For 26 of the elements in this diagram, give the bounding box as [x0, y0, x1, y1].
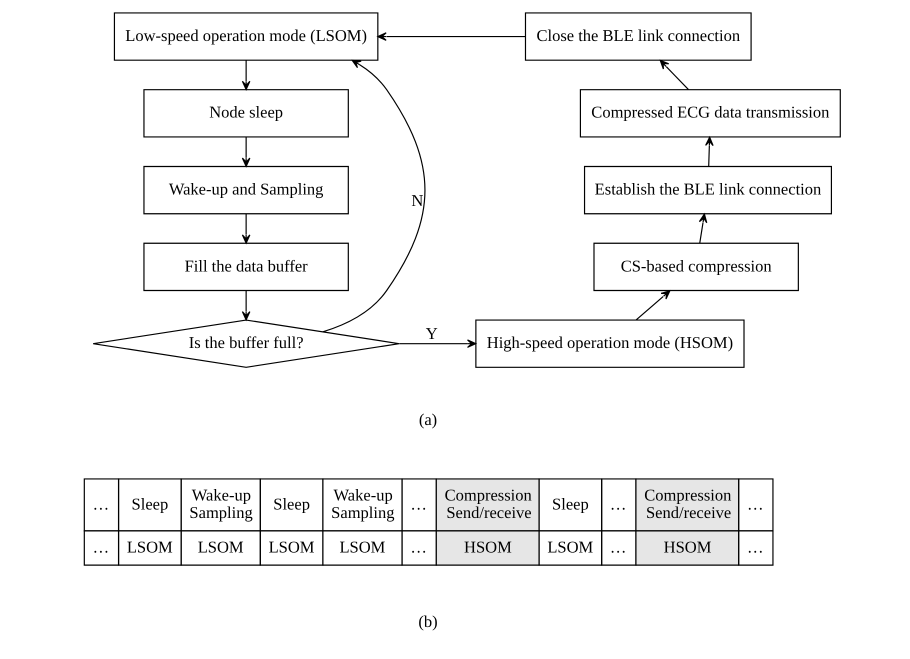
- label: …: [410, 537, 426, 556]
- label: Wake-up Sampling: [330, 485, 394, 522]
- label: HSOM: [464, 537, 512, 556]
- label: Compression Send/receive: [644, 485, 731, 522]
- edge-label: Y: [425, 324, 438, 344]
- label: Sleep: [552, 494, 588, 514]
- label: Sleep: [272, 494, 310, 514]
- label: (b): [418, 612, 438, 631]
- label: HSOM: [663, 537, 711, 556]
- label: …: [609, 537, 626, 556]
- edge-label: N: [410, 190, 423, 210]
- label: …: [746, 537, 763, 556]
- label: …: [92, 537, 109, 556]
- label: …: [746, 494, 763, 514]
- label: Wake-up Sampling: [188, 485, 252, 522]
- label: …: [92, 494, 109, 514]
- label: LSOM: [197, 537, 244, 556]
- label: LSOM: [126, 537, 172, 556]
- label: Sleep: [131, 494, 168, 514]
- label: LSOM: [338, 537, 385, 556]
- label: Compression Send/receive: [444, 485, 532, 522]
- label: LSOM: [268, 537, 314, 556]
- label: …: [609, 494, 626, 514]
- label: …: [410, 494, 426, 514]
- label: LSOM: [546, 537, 593, 556]
- label: (a): [418, 410, 437, 429]
